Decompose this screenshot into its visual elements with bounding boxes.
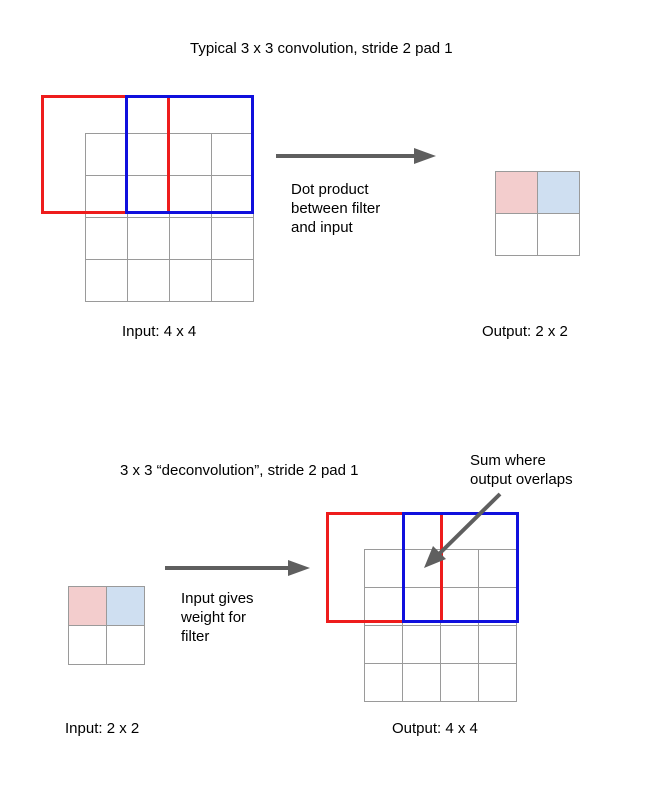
grid-row <box>68 625 145 665</box>
deconv-overlap-note: Sum where output overlaps <box>470 451 573 489</box>
deconv-arrow-label: Input gives weight for filter <box>181 589 254 646</box>
deconv-overlap-note-line: output overlaps <box>470 471 573 488</box>
conv-output-grid <box>495 171 580 256</box>
conv-arrow-label-line: Dot product <box>291 181 369 198</box>
overlap-arrow-shaft <box>435 492 502 558</box>
grid-cell <box>85 217 128 260</box>
grid-row <box>85 259 254 302</box>
grid-cell <box>169 175 212 218</box>
overlap-arrow-head <box>424 546 446 568</box>
grid-cell <box>127 175 170 218</box>
deconv-arrow-label-line: filter <box>181 628 210 645</box>
grid-cell <box>537 213 580 256</box>
grid-cell-blue <box>106 586 145 626</box>
deconv-arrow-head <box>288 560 310 576</box>
grid-cell <box>169 259 212 302</box>
grid-row <box>85 217 254 260</box>
deconv-input-label: Input: 2 x 2 <box>65 720 140 737</box>
grid-cell <box>85 259 128 302</box>
conv-red-filter <box>41 95 170 214</box>
deconv-overlap-note-line: Sum where <box>470 452 546 469</box>
grid-cell <box>478 587 517 626</box>
grid-cell <box>211 259 254 302</box>
grid-cell <box>127 259 170 302</box>
grid-cell-blue <box>537 171 580 214</box>
grid-cell <box>440 663 479 702</box>
grid-row <box>495 171 580 214</box>
conv-output-label: Output: 2 x 2 <box>482 323 568 340</box>
grid-cell <box>106 625 145 665</box>
grid-cell-pink <box>68 586 107 626</box>
grid-cell <box>364 663 403 702</box>
grid-row <box>364 625 517 664</box>
grid-cell <box>402 625 441 664</box>
conv-input-grid <box>85 133 254 302</box>
grid-cell <box>127 133 170 176</box>
grid-row <box>85 175 254 218</box>
grid-cell <box>440 625 479 664</box>
deconv-arrow-label-line: weight for <box>181 609 247 626</box>
deconv-output-label: Output: 4 x 4 <box>392 720 478 737</box>
grid-row <box>495 213 580 256</box>
grid-cell <box>211 217 254 260</box>
grid-row <box>68 586 145 626</box>
grid-cell <box>85 175 128 218</box>
deconv-input-grid <box>68 586 145 665</box>
conv-blue-filter <box>125 95 254 214</box>
grid-cell <box>478 625 517 664</box>
grid-cell <box>478 663 517 702</box>
deconv-arrow-label-line: Input gives <box>181 590 254 607</box>
deconv-arrow <box>165 560 310 576</box>
grid-cell-pink <box>495 171 538 214</box>
overlap-arrow <box>424 492 502 568</box>
grid-cell <box>68 625 107 665</box>
conv-arrow-head <box>414 148 436 164</box>
conv-title: Typical 3 x 3 convolution, stride 2 pad … <box>190 40 453 57</box>
conv-arrow <box>276 148 436 164</box>
deconv-red-filter <box>326 512 443 623</box>
grid-row <box>364 663 517 702</box>
conv-arrow-label-line: and input <box>291 219 353 236</box>
grid-cell <box>402 663 441 702</box>
deconv-blue-filter <box>402 512 519 623</box>
conv-input-label: Input: 4 x 4 <box>122 323 197 340</box>
deconv-title: 3 x 3 “deconvolution”, stride 2 pad 1 <box>120 462 359 479</box>
conv-arrow-label-line: between filter <box>291 200 381 217</box>
conv-arrow-label: Dot product between filter and input <box>291 180 380 237</box>
